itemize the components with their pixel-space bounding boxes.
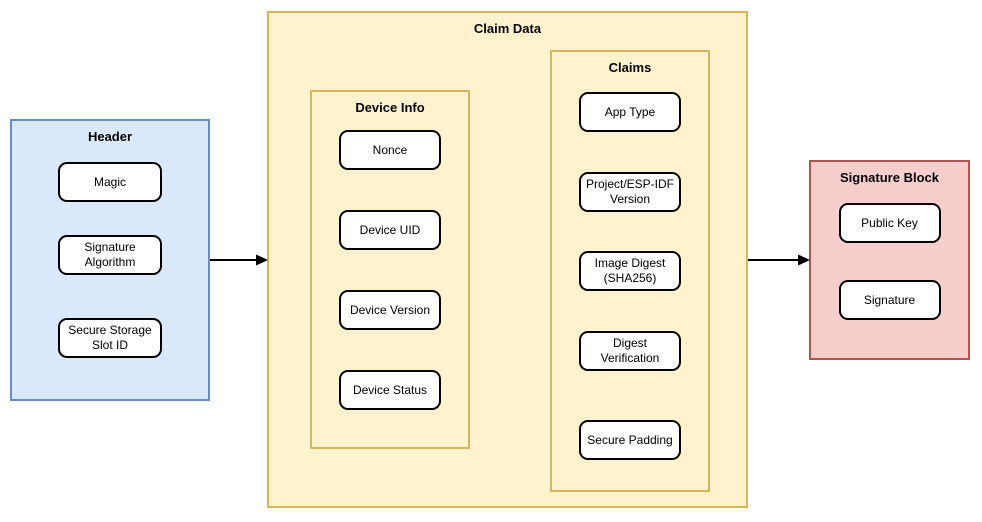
- node-secure-padding: Secure Padding: [579, 420, 681, 460]
- node-magic: Magic: [58, 162, 162, 202]
- node-project-esp-idf-version: Project/ESP-IDF Version: [579, 172, 681, 212]
- node-digest-verification: Digest Verification: [579, 331, 681, 371]
- signature-block-panel: Signature Block Public Key Signature: [809, 160, 970, 360]
- arrow-header-to-claim-data-icon: [210, 254, 268, 266]
- node-image-digest-sha256: Image Digest (SHA256): [579, 251, 681, 291]
- node-device-status: Device Status: [339, 370, 441, 410]
- device-info-panel-title: Device Info: [355, 100, 425, 115]
- node-app-type: App Type: [579, 92, 681, 132]
- claims-panel: Claims App Type Project/ESP-IDF Version …: [550, 50, 710, 492]
- arrow-claim-data-to-signature-block-icon: [748, 254, 810, 266]
- claim-data-panel: Claim Data Device Info Nonce Device UID …: [267, 11, 748, 508]
- node-device-version: Device Version: [339, 290, 441, 330]
- node-secure-storage-slot-id: Secure Storage Slot ID: [58, 318, 162, 358]
- node-public-key: Public Key: [838, 203, 941, 243]
- device-info-panel: Device Info Nonce Device UID Device Vers…: [310, 90, 470, 449]
- node-signature-algorithm: Signature Algorithm: [58, 235, 162, 275]
- node-signature: Signature: [838, 280, 941, 320]
- header-panel: Header Magic Signature Algorithm Secure …: [10, 119, 210, 401]
- node-nonce: Nonce: [339, 130, 441, 170]
- signature-block-panel-title: Signature Block: [840, 170, 939, 185]
- node-device-uid: Device UID: [339, 210, 441, 250]
- claims-panel-title: Claims: [608, 60, 652, 75]
- claim-data-panel-title: Claim Data: [473, 21, 542, 36]
- header-panel-title: Header: [87, 129, 133, 144]
